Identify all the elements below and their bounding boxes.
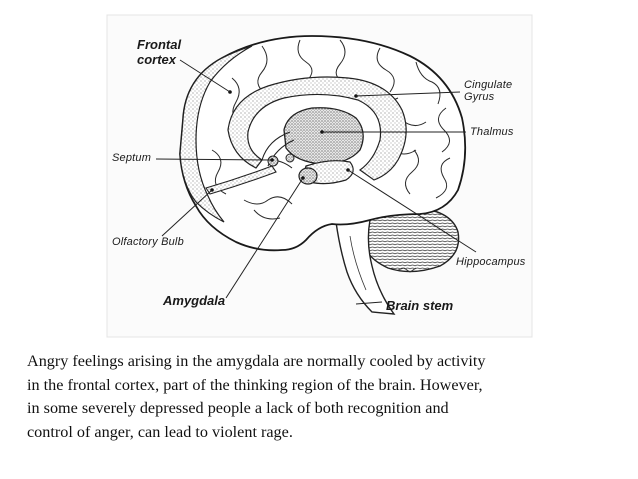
leader-lines xyxy=(155,59,477,305)
amygdala-shape xyxy=(298,167,318,185)
frontal-cortex-rim xyxy=(179,45,253,223)
thalamus-shape xyxy=(283,107,364,165)
cingulate-gyrus-shape xyxy=(227,76,407,181)
brain-stem-shape xyxy=(335,219,396,315)
label-frontal-cortex-line1: Frontal xyxy=(137,37,182,52)
caption-line-1: Angry feelings arising in the amygdala a… xyxy=(27,352,486,370)
olfactory-tract xyxy=(205,165,277,195)
label-cingulate-line2: Gyrus xyxy=(464,91,495,103)
label-cingulate-line1: Cingulate xyxy=(464,79,513,91)
caption-paragraph: Angry feelings arising in the amygdala a… xyxy=(27,350,627,444)
label-frontal-cortex-line2: cortex xyxy=(137,52,177,67)
caption-line-2: in the frontal cortex, part of the think… xyxy=(27,375,483,394)
label-thalamus: Thalmus xyxy=(470,126,514,138)
caption-line-3: in some severely depressed people a lack… xyxy=(27,399,449,417)
label-amygdala: Amygdala xyxy=(163,293,226,308)
brain-illustration xyxy=(106,14,533,338)
label-olfactory-bulb: Olfactory Bulb xyxy=(112,236,184,248)
label-septum: Septum xyxy=(112,152,152,164)
label-brain-stem: Brain stem xyxy=(386,298,454,313)
label-hippocampus: Hippocampus xyxy=(456,256,526,268)
caption-line-4: control of anger, can lead to violent ra… xyxy=(27,422,293,441)
brain-diagram: Frontal cortex Cingulate Gyrus Thalmus S… xyxy=(106,14,533,338)
